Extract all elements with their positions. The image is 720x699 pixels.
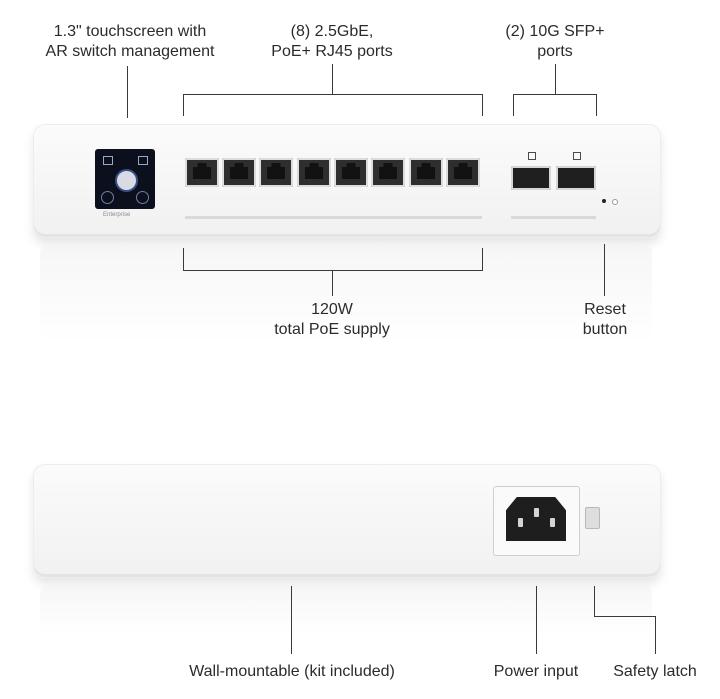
power-input-callout: Power input — [493, 663, 579, 680]
rj45-bracket-right — [482, 94, 483, 116]
wall-mount-leader — [291, 586, 292, 654]
socket-pin-left — [518, 518, 523, 527]
safety-latch[interactable] — [585, 507, 600, 529]
rj45-port-4 — [297, 158, 331, 187]
poe-callout: 120W total PoE supply — [262, 300, 402, 340]
screen-globe-icon — [136, 191, 149, 204]
status-led — [602, 199, 606, 203]
power-input-leader — [536, 586, 537, 654]
safety-latch-callout: Safety latch — [613, 663, 697, 680]
sfp-callout: (2) 10G SFP+ ports — [495, 22, 615, 62]
latch-leader-horizontal — [594, 616, 656, 617]
touchscreen-callout-line1: 1.3" touchscreen with — [53, 23, 207, 40]
rj45-bracket-top — [183, 94, 483, 95]
poe-bracket-left — [183, 248, 184, 270]
brand-label: Enterprise — [103, 212, 131, 218]
reset-callout: Reset button — [565, 300, 645, 340]
sfp-callout-line2: ports — [537, 43, 573, 60]
sfp-strip — [511, 216, 596, 219]
sfp-port-2 — [556, 166, 596, 190]
sfp-bracket-left — [513, 94, 514, 116]
poe-callout-line2: total PoE supply — [274, 321, 390, 338]
touchscreen-callout-line2: AR switch management — [45, 43, 215, 60]
latch-leader-stem — [594, 586, 595, 616]
poe-bracket-bottom — [183, 270, 483, 271]
reset-button[interactable] — [612, 199, 618, 205]
rj45-bracket-left — [183, 94, 184, 116]
sfp-callout-line1: (2) 10G SFP+ — [505, 23, 605, 40]
screen-folder-icon — [103, 156, 113, 165]
sfp-leader-stem — [555, 64, 556, 94]
sfp-led-2 — [573, 152, 581, 160]
rj45-leader-stem — [332, 64, 333, 94]
wall-mount-callout: Wall-mountable (kit included) — [189, 663, 395, 680]
rj45-port-1 — [185, 158, 219, 187]
rj45-callout-line2: PoE+ RJ45 ports — [271, 43, 393, 60]
rj45-port-7 — [409, 158, 443, 187]
sfp-bracket-right — [596, 94, 597, 116]
iec-power-socket — [506, 497, 566, 541]
latch-leader-drop — [655, 616, 656, 654]
poe-bracket-right — [482, 248, 483, 270]
rj45-port-5 — [334, 158, 368, 187]
reset-leader — [604, 244, 605, 296]
screen-lock-icon — [101, 191, 114, 204]
rj45-callout-line1: (8) 2.5GbE, — [290, 23, 374, 40]
rj45-callout: (8) 2.5GbE, PoE+ RJ45 ports — [262, 22, 402, 62]
poe-leader-stem — [332, 270, 333, 296]
touchscreen-leader — [127, 66, 128, 118]
sfp-led-1 — [528, 152, 536, 160]
screen-device-icon — [138, 156, 148, 165]
rj45-port-3 — [259, 158, 293, 187]
rj45-port-8 — [446, 158, 480, 187]
rj45-port-2 — [222, 158, 256, 187]
touchscreen[interactable] — [95, 149, 155, 209]
switch-front-reflection — [40, 243, 652, 343]
switch-rear-reflection — [40, 584, 652, 634]
socket-pin-center — [534, 508, 539, 517]
sfp-port-1 — [511, 166, 551, 190]
poe-callout-line1: 120W — [311, 301, 353, 318]
rj45-port-6 — [371, 158, 405, 187]
reset-callout-line2: button — [582, 321, 628, 338]
touchscreen-callout: 1.3" touchscreen with AR switch manageme… — [40, 22, 220, 62]
sfp-bracket-top — [513, 94, 597, 95]
rj45-poe-strip — [185, 216, 482, 219]
reset-callout-line1: Reset — [584, 301, 626, 318]
screen-dial-icon — [115, 169, 138, 192]
socket-pin-right — [550, 518, 555, 527]
